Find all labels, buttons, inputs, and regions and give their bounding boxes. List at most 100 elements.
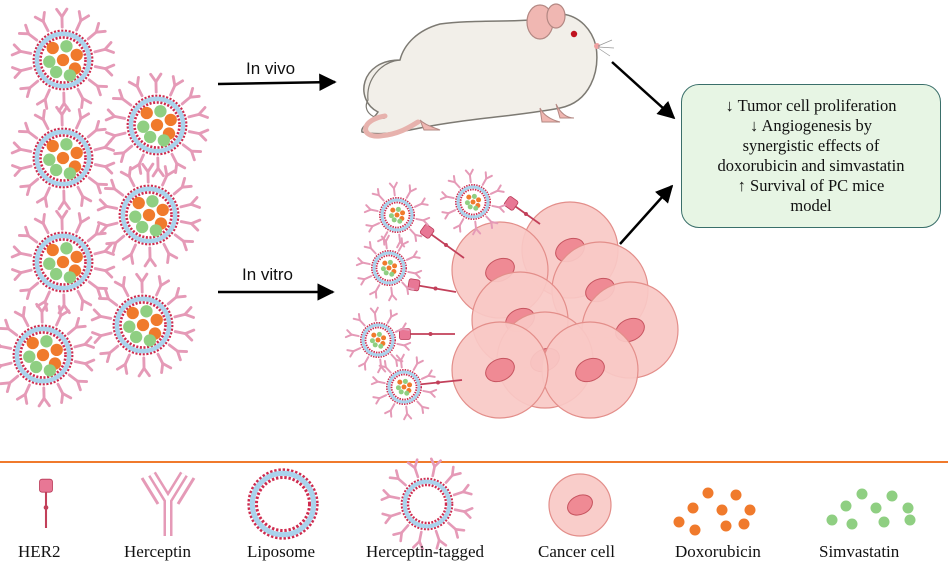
herceptin-icon (166, 286, 187, 306)
in-vivo-arrow: In vivo (217, 59, 337, 92)
herceptin-icon (76, 87, 93, 109)
herceptin-icon (35, 302, 49, 324)
herceptin-icon (57, 189, 71, 211)
herceptin-icon (372, 394, 388, 405)
outcome-line: ↓ Angiogenesis by (750, 116, 872, 135)
herceptin-icon (19, 281, 40, 301)
herceptin-icon (104, 108, 127, 122)
herceptin-icon (453, 218, 465, 233)
simvastatin-dot (856, 488, 868, 500)
herceptin-icon (121, 243, 137, 265)
herceptin-icon (179, 218, 202, 232)
simvastatin-dot (878, 516, 890, 528)
herceptin-tagged-legend-icon (380, 457, 474, 551)
herceptin-icon (13, 306, 30, 328)
herceptin-icon (73, 336, 95, 349)
herceptin-icon (35, 88, 51, 110)
legend-label-doxorubicin: Doxorubicin (675, 542, 761, 561)
herceptin-icon (10, 141, 33, 155)
herceptin-icon (392, 524, 410, 543)
doxorubicin-dot (744, 504, 756, 516)
herceptin-icon (447, 174, 461, 189)
herceptin-icon (439, 191, 455, 201)
simvastatin-dot (846, 518, 858, 530)
herceptin-icon (381, 511, 402, 525)
doxorubicin-dot (689, 524, 701, 536)
outcome-line: model (790, 196, 832, 215)
herceptin-icon (0, 318, 19, 337)
herceptin-icon (187, 106, 209, 119)
herceptin-icon (415, 216, 431, 226)
herceptin-icon (472, 220, 482, 236)
liposome-ring-icon (247, 468, 319, 540)
herceptin-icon (441, 209, 457, 220)
herceptin-icon (156, 352, 173, 374)
herceptin-icon (103, 178, 125, 197)
herceptin-tagged-liposome (363, 181, 431, 249)
legend-label-cancer-cell: Cancer cell (538, 542, 615, 561)
herceptin-icon (378, 359, 392, 374)
herceptin-icon (93, 243, 115, 256)
herceptin-icon (86, 21, 107, 41)
herceptin-icon (86, 223, 107, 243)
herceptin-icon (397, 237, 409, 252)
herceptin-icon (444, 465, 462, 484)
herceptin-tagged-liposome (10, 209, 116, 315)
herceptin-icon (93, 63, 116, 77)
herceptin-icon (380, 234, 390, 250)
in-vitro-arrow: In vitro (218, 265, 335, 301)
herceptin-icon (0, 361, 13, 369)
herceptin-icon (371, 187, 385, 202)
doxorubicin-dot (730, 489, 742, 501)
herceptin-icon (105, 234, 126, 254)
simvastatin-dot (902, 502, 914, 514)
herceptin-y-icon (140, 471, 196, 536)
herceptin-icon (380, 489, 401, 502)
herceptin-icon (75, 108, 91, 130)
outcome-line: synergistic effects of (742, 136, 880, 155)
herceptin-icon (55, 305, 71, 327)
herceptin-icon (363, 240, 377, 255)
cancer-cell-legend-icon (548, 473, 612, 537)
herceptin-icon (33, 109, 50, 131)
doxorubicin-dot (720, 520, 732, 532)
herceptin-tagged-liposome (355, 234, 423, 302)
herceptin-icon (422, 388, 438, 398)
herceptin-icon (33, 213, 50, 235)
herceptin-icon (97, 288, 119, 307)
herceptin-icon (416, 400, 430, 415)
herceptin-icon (447, 521, 466, 539)
simvastatin-legend-icon (826, 488, 916, 530)
herceptin-icon (11, 164, 33, 177)
herceptin-tagged-ring-icon (380, 457, 474, 551)
herceptin-icon (155, 275, 171, 297)
herceptin-icon (19, 79, 40, 99)
doxorubicin-dot (687, 502, 699, 514)
herceptin-icon (11, 66, 33, 79)
herceptin-icon (0, 374, 20, 394)
her2-receptor-icon (407, 278, 457, 293)
in-vivo-label: In vivo (246, 59, 295, 78)
cancer-cell-cluster (451, 201, 679, 419)
her2-receptor-icon (39, 478, 53, 528)
herceptin-icon (405, 184, 417, 199)
herceptin-icon (180, 86, 201, 106)
herceptin-icon (407, 269, 423, 279)
herceptin-icon (395, 353, 405, 369)
herceptin-icon (386, 309, 398, 324)
her2-receptor-icon (503, 196, 541, 225)
cancer-cell-icon (541, 321, 639, 419)
herceptin-icon (93, 139, 115, 152)
legend-label-liposome: Liposome (247, 542, 315, 561)
legend-label-herceptin: Herceptin (124, 542, 192, 561)
herceptin-icon (76, 289, 93, 311)
simvastatin-dot (840, 500, 852, 512)
herceptin-icon (346, 347, 362, 358)
doxorubicin-dot (716, 504, 728, 516)
herceptin-icon (99, 344, 120, 364)
herceptin-icon (481, 171, 493, 186)
herceptin-icon (412, 356, 424, 371)
herceptin-icon (111, 88, 133, 107)
herceptin-icon (137, 356, 151, 378)
herceptin-icon (151, 156, 165, 178)
